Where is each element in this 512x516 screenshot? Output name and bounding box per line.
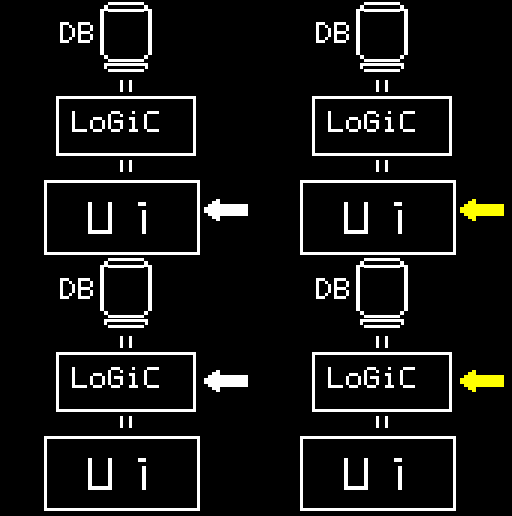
connector-db-logic (120, 80, 132, 92)
ui-label: Ui (88, 202, 146, 234)
connector-logic-ui (376, 160, 388, 172)
db-label: DB (60, 22, 93, 43)
logic-box (312, 96, 452, 156)
connector-db-logic (376, 80, 388, 92)
ui-label: Ui (88, 458, 146, 490)
connector-db-logic (376, 336, 388, 348)
stack-bottom-left: DB LoGiC Ui (44, 258, 200, 511)
connector-logic-ui (376, 416, 388, 428)
database-icon (100, 258, 152, 328)
connector-logic-ui (120, 416, 132, 428)
stack-top-left: DB LoGiC Ui (44, 2, 200, 255)
arrow-ui-top-right-left-arrow-icon (460, 199, 504, 221)
logic-label: LoGiC (72, 367, 159, 388)
logic-box (56, 352, 196, 412)
arrow-logic-bottom-right-left-arrow-icon (460, 370, 504, 392)
db-label: DB (60, 278, 93, 299)
ui-box (300, 180, 456, 255)
logic-box (56, 96, 196, 156)
database-icon (356, 258, 408, 328)
db-label: DB (316, 22, 349, 43)
logic-label: LoGiC (72, 111, 159, 132)
ui-box (44, 436, 200, 511)
ui-box (300, 436, 456, 511)
stack-top-right: DB LoGiC Ui (300, 2, 456, 255)
database-icon (356, 2, 408, 72)
ui-box (44, 180, 200, 255)
ui-label: Ui (344, 458, 402, 490)
db-label: DB (316, 278, 349, 299)
database-icon (100, 2, 152, 72)
logic-label: LoGiC (328, 367, 415, 388)
stack-bottom-right: DB LoGiC Ui (300, 258, 456, 511)
connector-db-logic (120, 336, 132, 348)
ui-label: Ui (344, 202, 402, 234)
logic-label: LoGiC (328, 111, 415, 132)
arrow-logic-bottom-left-left-arrow-icon (204, 370, 248, 392)
logic-box (312, 352, 452, 412)
arrow-ui-top-left-left-arrow-icon (204, 199, 248, 221)
connector-logic-ui (120, 160, 132, 172)
